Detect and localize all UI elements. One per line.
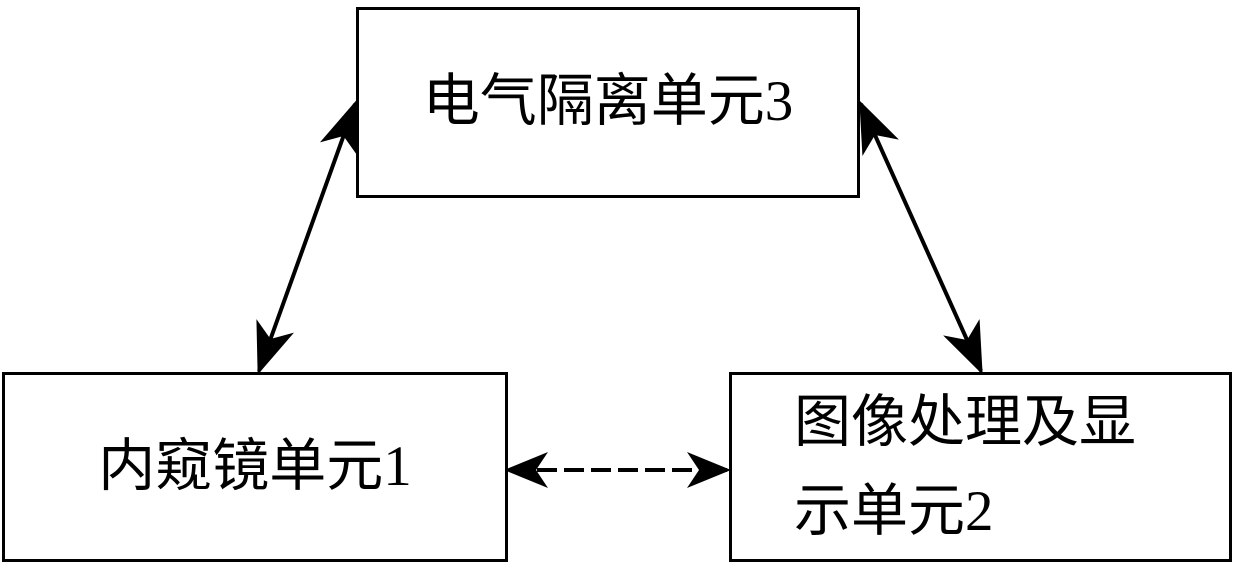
node-endoscope-unit[interactable]: 内窥镜单元1 [2, 372, 508, 562]
connector-isolation-imaging [859, 100, 983, 375]
node-label-electrical-isolation-unit: 电气隔离单元3 [422, 70, 794, 134]
connector-isolation-endoscope [256, 100, 358, 375]
node-image-processing-display-unit[interactable]: 图像处理及显 示单元2 [729, 372, 1232, 562]
node-label-image-processing-display-unit: 图像处理及显 示单元2 [794, 390, 1136, 543]
node-label-endoscope-unit: 内窥镜单元1 [98, 434, 412, 498]
node-electrical-isolation-unit[interactable]: 电气隔离单元3 [356, 7, 860, 198]
